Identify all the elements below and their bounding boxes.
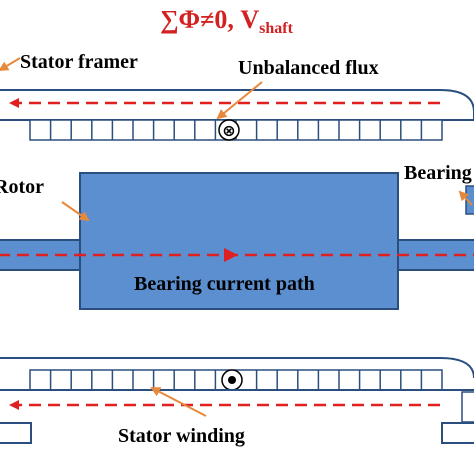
lower-frame-side-right xyxy=(461,391,474,423)
bearing-current-direction-icon xyxy=(224,248,238,262)
label-bearing: Bearing xyxy=(404,162,472,184)
title-main: ∑Φ≠0, V xyxy=(160,5,259,34)
label-bearing-current-path: Bearing current path xyxy=(134,273,315,295)
lower-frame-foot-left xyxy=(0,422,32,444)
current-into-page-icon xyxy=(218,119,240,141)
stator-framer-pointer xyxy=(0,57,21,72)
title-subscript: shaft xyxy=(259,20,293,37)
lower-frame-foot-right xyxy=(441,422,474,444)
current-into-page-symbol: ⊗ xyxy=(222,121,235,140)
label-unbalanced-flux: Unbalanced flux xyxy=(238,57,379,79)
label-rotor: Rotor xyxy=(0,176,44,198)
stator-winding-pointer xyxy=(150,387,207,417)
title-equation: ∑Φ≠0, Vshaft xyxy=(160,5,294,37)
rotor-pointer xyxy=(61,201,90,222)
bearing-pointer xyxy=(458,190,473,206)
rotor xyxy=(79,172,399,310)
unbalanced-flux-pointer xyxy=(216,81,263,120)
label-stator-framer: Stator framer xyxy=(20,51,138,73)
label-stator-winding: Stator winding xyxy=(118,425,245,447)
current-out-of-page-dot xyxy=(228,376,236,384)
upper-stator-frame xyxy=(0,89,474,121)
